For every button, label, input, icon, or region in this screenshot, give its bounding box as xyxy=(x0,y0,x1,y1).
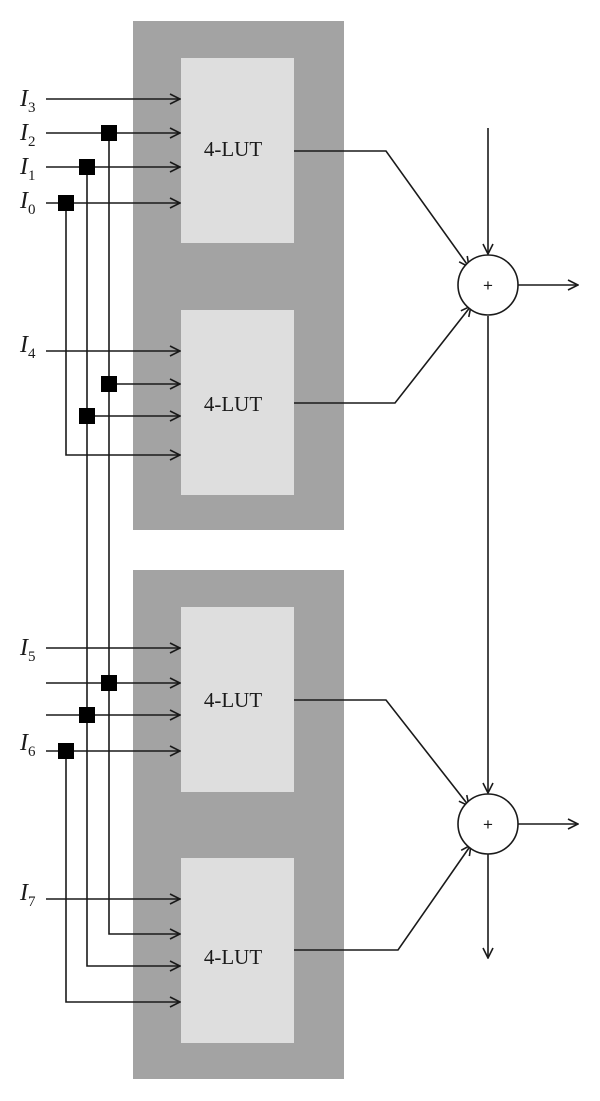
adder-upper-symbol: + xyxy=(483,276,493,295)
junction-square xyxy=(58,743,74,759)
fanout-i1-lower xyxy=(86,416,180,966)
fanout-i2-lower xyxy=(108,384,180,934)
input-label-i7: I7 xyxy=(19,880,36,910)
junction-square xyxy=(79,707,95,723)
fanout-i0-upper xyxy=(65,203,180,455)
junction-square xyxy=(58,195,74,211)
input-label-i3: I3 xyxy=(19,86,36,116)
input-label-i6: I6 xyxy=(19,730,36,760)
lut-box-3 xyxy=(181,607,294,792)
junction-square xyxy=(79,159,95,175)
lut-label-1: 4-LUT xyxy=(204,137,262,161)
lut-box-2 xyxy=(181,310,294,495)
input-label-i5: I5 xyxy=(19,635,36,665)
lut-label-2: 4-LUT xyxy=(204,392,262,416)
lut1-output xyxy=(294,150,469,267)
junction-square xyxy=(101,675,117,691)
lut-label-3: 4-LUT xyxy=(204,688,262,712)
lut-box-4 xyxy=(181,858,294,1043)
input-label-i4: I4 xyxy=(19,332,36,362)
junction-square xyxy=(79,408,95,424)
adder-lower-symbol: + xyxy=(483,815,493,834)
lut2-output xyxy=(294,306,471,404)
input-label-i0: I0 xyxy=(19,188,36,218)
lut4-output xyxy=(294,845,471,951)
lut3-output xyxy=(294,699,469,806)
lut-box-1 xyxy=(181,58,294,243)
input-label-i2: I2 xyxy=(19,120,36,150)
fanout-i6-lower xyxy=(65,751,180,1002)
junction-square xyxy=(101,376,117,392)
input-label-i1: I1 xyxy=(19,154,36,184)
lut-label-4: 4-LUT xyxy=(204,945,262,969)
junction-square xyxy=(101,125,117,141)
